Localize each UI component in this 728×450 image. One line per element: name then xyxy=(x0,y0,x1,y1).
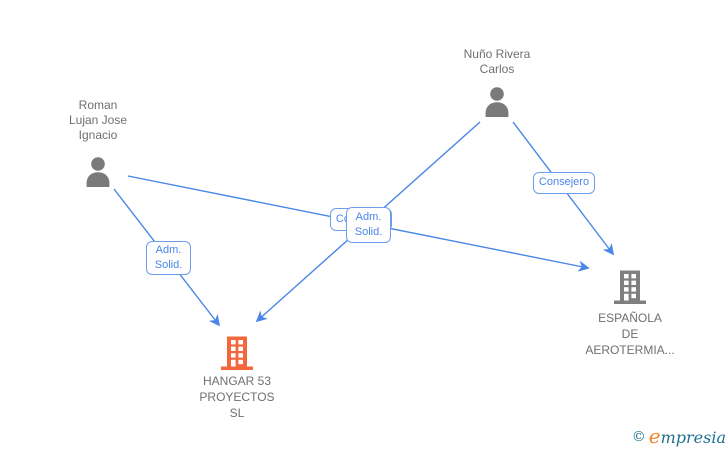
empresia-brand-initial: e xyxy=(648,424,661,448)
node-label-roman: Roman Lujan Jose Ignacio xyxy=(38,98,158,143)
node-label-line: Lujan Jose xyxy=(68,113,128,127)
node-person-nuno[interactable]: Nuño Rivera Carlos xyxy=(437,47,557,118)
building-icon xyxy=(614,270,646,304)
edge-label-adm-solid-center[interactable]: Adm. Solid. xyxy=(346,207,391,243)
node-label-line: Roman xyxy=(78,98,118,112)
node-person-roman[interactable]: Roman Lujan Jose Ignacio xyxy=(38,98,158,188)
node-label-line: Nuño Rivera xyxy=(463,47,531,61)
edge-label-line: Solid. xyxy=(154,259,183,271)
node-label-hangar53: HANGAR 53 PROYECTOS SL xyxy=(177,373,297,421)
node-label-line: SL xyxy=(229,406,245,420)
node-label-espanola: ESPAÑOLA DE AEROTERMIA... xyxy=(570,310,690,358)
edge-label-line: Adm. xyxy=(155,244,182,256)
edge-label-line: Solid. xyxy=(354,226,383,238)
edge-label-adm-solid-left[interactable]: Adm. Solid. xyxy=(146,241,191,275)
person-icon xyxy=(86,157,110,187)
node-label-line: DE xyxy=(621,327,639,341)
empresia-logo[interactable]: ©empresia xyxy=(632,424,726,448)
copyright-icon: © xyxy=(631,429,646,445)
empresia-brand-text: mpresia xyxy=(660,428,726,447)
node-label-line: Ignacio xyxy=(78,128,118,142)
building-icon xyxy=(221,336,253,370)
node-company-hangar53[interactable]: HANGAR 53 PROYECTOS SL xyxy=(177,336,297,421)
node-company-espanola[interactable]: ESPAÑOLA DE AEROTERMIA... xyxy=(570,270,690,358)
edge-label-line: Adm. xyxy=(355,211,382,223)
node-label-line: AEROTERMIA... xyxy=(585,343,675,357)
node-label-nuno: Nuño Rivera Carlos xyxy=(437,47,557,77)
person-icon xyxy=(485,87,509,117)
edge-label-consejero[interactable]: Consejero xyxy=(533,172,595,194)
node-label-line: PROYECTOS xyxy=(199,390,275,404)
node-label-line: HANGAR 53 xyxy=(202,374,272,388)
node-label-line: ESPAÑOLA xyxy=(598,311,662,325)
edge-label-line: Consejero xyxy=(538,176,590,188)
node-label-line: Carlos xyxy=(479,62,515,76)
